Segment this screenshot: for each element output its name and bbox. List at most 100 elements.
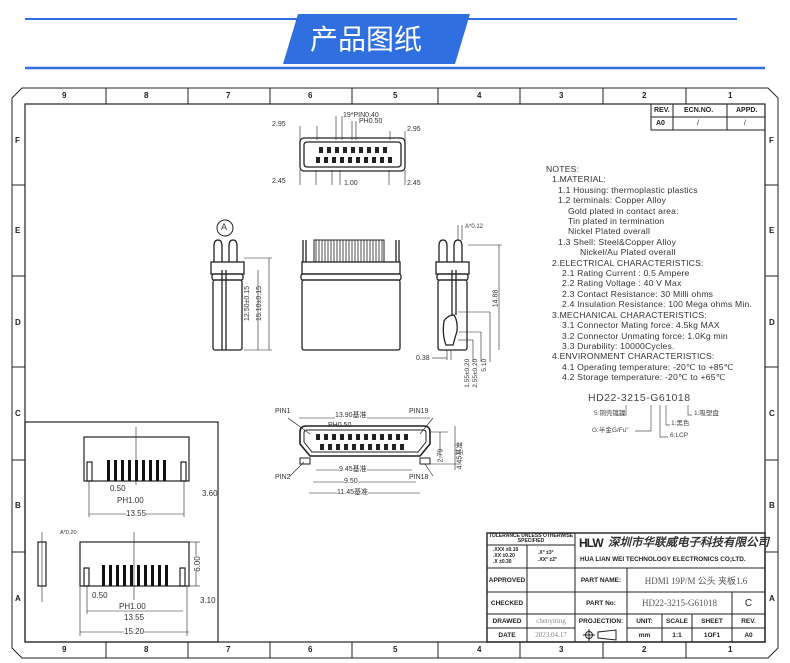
zone-row: D (769, 318, 775, 327)
note-line: 1.MATERIAL: (552, 174, 607, 185)
banner-tab (283, 14, 470, 64)
tolerance-linear: .XXX ±0.10 .XX ±0.20 .X ±0.30 (493, 547, 518, 565)
pin-label: PIN1 (275, 408, 291, 415)
note-line: Nickel/Au Plated overall (580, 247, 676, 258)
zone-col: 8 (144, 645, 149, 654)
dim-label: 0.38 (416, 355, 430, 362)
legend-item: 1:黑色 (671, 420, 690, 427)
note-line: 2.1 Rating Current : 0.5 Ampere (562, 268, 690, 279)
zone-row: C (769, 409, 775, 418)
legend-item: 6:LCP (670, 432, 689, 439)
dim-label: 9.50 (344, 478, 358, 485)
approved-label: APPROVED (488, 576, 526, 584)
dim-label: PH1.00 (119, 602, 146, 611)
zone-col: 4 (477, 645, 482, 654)
dim-label: 5.10 (481, 358, 489, 372)
dim-label: 0.50 (92, 591, 108, 600)
zone-row: F (15, 136, 20, 145)
dim-label: 3.10 (200, 596, 216, 605)
legend-item: 5:铜壳镀镍 (594, 410, 626, 417)
part-no-label: PART No: (586, 599, 616, 607)
note-line: 2.4 Insulation Resistance: 100 Mega ohms… (562, 299, 753, 310)
dim-label: 1.00 (344, 180, 358, 187)
dim-label: 2.55±0.20 (472, 358, 480, 388)
sheet-value: 1OF1 (703, 631, 721, 639)
zone-col: 5 (393, 91, 398, 100)
date-value: 2023.04.17 (535, 631, 567, 639)
tolerance-value: .X° ±3° (538, 550, 554, 556)
zone-row: B (769, 501, 775, 510)
sheet-size: C (744, 597, 753, 609)
scale-label: SCALE (665, 617, 689, 625)
tolerance-value: .XX ±0.20 (493, 553, 515, 559)
note-line: 3.1 Connector Mating force: 4.5kg MAX (562, 320, 720, 331)
dim-label: 13.90基准 (335, 412, 367, 419)
note-line: NOTES: (546, 164, 580, 174)
dim-label: 2.95 (272, 121, 286, 128)
view-label-a: A (221, 222, 228, 232)
page-title: 产品图纸 (310, 23, 423, 56)
checked-label: CHECKED (490, 599, 524, 607)
note-line: 1.3 Shell: Steel&Copper Alloy (558, 236, 677, 247)
zone-col: 2 (642, 645, 647, 654)
dim-label: 9.45基准 (339, 466, 367, 473)
note-line: 1.2 terminals: Copper Alloy (558, 195, 667, 206)
zone-col: 5 (393, 645, 398, 654)
dim-label: 15.10±0.15 (255, 286, 263, 321)
zone-col: 9 (62, 91, 67, 100)
dim-label: 13.55 (126, 509, 147, 518)
sheet-label: SHEET (701, 617, 723, 625)
zone-col: 8 (144, 91, 149, 100)
pin-label: PIN19 (409, 408, 429, 415)
dim-label: 15.20 (124, 627, 145, 636)
zone-row: E (769, 226, 775, 235)
dim-label: 19*PIN0.40 (343, 112, 379, 119)
legend-item: 1:吸塑盘 (694, 410, 719, 417)
dim-label: PH0.50 (359, 118, 383, 125)
tolerance-header: TOLERANCE UNLESS OTHERWISE SPECIFIED (488, 533, 574, 544)
part-name-label: PART NAME: (580, 576, 622, 584)
dim-label: 11.45基准 (337, 489, 368, 496)
note-line: 3.2 Connector Unmating force: 1.0Kg min (562, 330, 728, 341)
note-line: 1.1 Housing: thermoplastic plastics (558, 184, 698, 195)
company-name-en: HUA LIAN WEI TECHNOLOGY ELECTRONICS CO;L… (580, 556, 746, 563)
zone-row: D (15, 318, 21, 327)
note-line: 2.ELECTRICAL CHARACTERISTICS: (552, 257, 704, 268)
company-name-cn: 深圳市华联威电子科技有限公司 (608, 535, 769, 549)
zone-row: A (769, 594, 775, 603)
zone-col: 7 (226, 645, 231, 654)
pin-label: PIN18 (409, 474, 429, 481)
zone-col: 1 (728, 645, 733, 654)
dim-label: PH0.50 (328, 422, 352, 429)
dim-label: 2.79 (437, 448, 445, 463)
company-logo: HLW (579, 537, 604, 549)
dim-label: PH1.00 (117, 496, 144, 505)
zone-row: B (15, 501, 21, 510)
rev-value: A0 (744, 631, 753, 639)
ecn-header: ECN.NO. (684, 107, 714, 114)
dim-label: A*0.20 (60, 530, 77, 536)
note-line: 2.3 Contact Resistance: 30 Milli ohms (562, 288, 714, 299)
part-no-value: HD22-3215-G61018 (642, 598, 717, 608)
part-code: HD22-3215-G61018 (588, 392, 691, 404)
dim-label: 2.45 (272, 178, 286, 185)
zone-row: A (15, 594, 21, 603)
drawed-label: DRAWED (492, 617, 522, 625)
rev-header: REV. (654, 107, 670, 114)
note-line: 4.1 Operating temperature: -20℃ to +85℃ (562, 361, 734, 372)
zone-col: 3 (559, 91, 564, 100)
dim-label: 4.45基准 (456, 441, 464, 470)
note-line: 3.3 Durability: 10000Cycles. (562, 340, 675, 351)
dim-label: 1.55±0.20 (464, 358, 472, 388)
drawed-value: chenyiting (536, 617, 566, 625)
rev-label: REV. (741, 617, 756, 625)
unit-value: mm (638, 631, 651, 639)
appd-value: / (744, 120, 746, 127)
appd-header: APPD. (736, 107, 758, 114)
notes: NOTES: 1.MATERIAL: 1.1 Housing: thermopl… (546, 164, 752, 383)
scale-value: 1:1 (672, 631, 682, 639)
rev-value: A0 (656, 120, 665, 127)
note-line: 4.2 Storage temperature: -20℃ to +65℃ (562, 372, 726, 383)
zone-col: 6 (308, 91, 313, 100)
zone-row: E (15, 226, 21, 235)
